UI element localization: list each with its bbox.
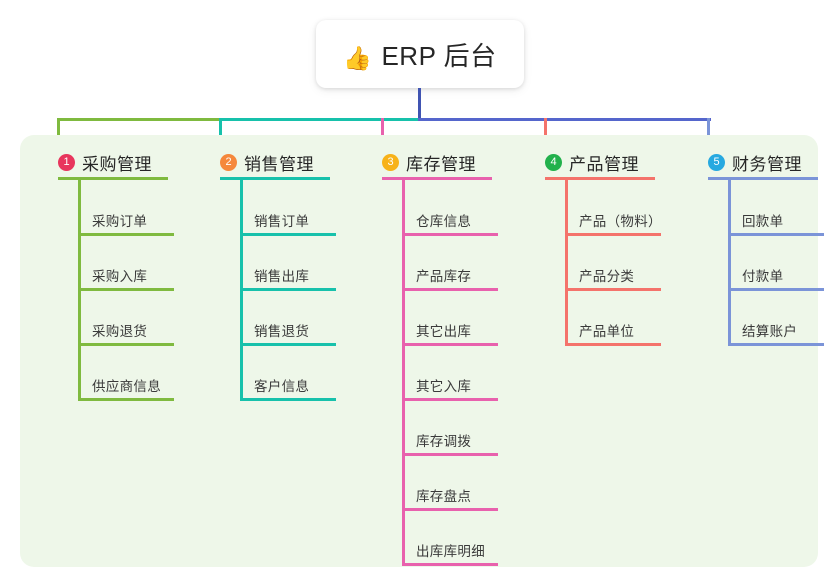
module-underline [220, 177, 330, 180]
module-item[interactable]: 产品分类 [565, 269, 661, 291]
module-item-label: 结算账户 [742, 324, 798, 339]
root-title-text: 👍 ERP 后台 [343, 36, 496, 73]
module-item[interactable]: 销售退货 [240, 324, 336, 346]
module-item-label: 产品单位 [579, 324, 635, 339]
module-title: 销售管理 [244, 155, 314, 174]
module-item-label: 采购退货 [92, 324, 148, 339]
module-header-2[interactable]: 2 销售管理 [220, 150, 314, 175]
module-item-label: 客户信息 [254, 379, 310, 394]
module-item[interactable]: 库存调拨 [402, 434, 498, 456]
module-item[interactable]: 付款单 [728, 269, 824, 291]
module-underline [545, 177, 655, 180]
module-item-label: 库存调拨 [416, 434, 472, 449]
module-item-label: 出库库明细 [416, 544, 485, 559]
module-spine [565, 178, 568, 346]
module-item[interactable]: 采购入库 [78, 269, 174, 291]
module-item[interactable]: 销售出库 [240, 269, 336, 291]
module-item-label: 仓库信息 [416, 214, 472, 229]
connector-vertical [381, 118, 384, 138]
module-underline [58, 177, 168, 180]
module-title: 产品管理 [569, 155, 639, 174]
module-item[interactable]: 采购退货 [78, 324, 174, 346]
module-number-badge: 2 [220, 154, 237, 171]
module-item-label: 其它入库 [416, 379, 472, 394]
module-item[interactable]: 采购订单 [78, 214, 174, 236]
module-item-label: 采购订单 [92, 214, 148, 229]
module-number-badge: 5 [708, 154, 725, 171]
connector-horizontal [57, 118, 219, 121]
module-item-label: 销售订单 [254, 214, 310, 229]
module-item-label: 采购入库 [92, 269, 148, 284]
module-item[interactable]: 产品库存 [402, 269, 498, 291]
connector-vertical [219, 118, 222, 138]
module-spine [402, 178, 405, 566]
connector-vertical [544, 118, 547, 138]
module-title: 库存管理 [406, 155, 476, 174]
module-item-label: 产品分类 [579, 269, 635, 284]
module-header-5[interactable]: 5 财务管理 [708, 150, 802, 175]
module-item-label: 产品（物料） [579, 214, 662, 229]
module-item-label: 销售出库 [254, 269, 310, 284]
module-item[interactable]: 其它出库 [402, 324, 498, 346]
module-item-label: 产品库存 [416, 269, 472, 284]
module-item[interactable]: 仓库信息 [402, 214, 498, 236]
module-item[interactable]: 产品单位 [565, 324, 661, 346]
module-item[interactable]: 产品（物料） [565, 214, 662, 236]
module-item-label: 销售退货 [254, 324, 310, 339]
connector-vertical [707, 118, 710, 138]
module-item-label: 其它出库 [416, 324, 472, 339]
module-header-1[interactable]: 1 采购管理 [58, 150, 152, 175]
module-spine [728, 178, 731, 346]
connector-vertical [57, 118, 60, 138]
module-item-label: 供应商信息 [92, 379, 161, 394]
modules-panel: 1 采购管理采购订单采购入库采购退货供应商信息 2 销售管理销售订单销售出库销售退货客… [20, 135, 824, 567]
connector-horizontal [418, 118, 711, 121]
root-title-card[interactable]: 👍 ERP 后台 [316, 20, 524, 88]
module-header-4[interactable]: 4 产品管理 [545, 150, 639, 175]
module-underline [382, 177, 492, 180]
module-number-badge: 4 [545, 154, 562, 171]
module-item-label: 付款单 [742, 269, 784, 284]
module-title: 财务管理 [732, 155, 802, 174]
connector-horizontal [219, 118, 419, 121]
module-item-label: 库存盘点 [416, 489, 472, 504]
thumbs-up-icon: 👍 [343, 44, 373, 71]
module-underline [708, 177, 818, 180]
module-title: 采购管理 [82, 155, 152, 174]
module-header-3[interactable]: 3 库存管理 [382, 150, 476, 175]
module-item[interactable]: 结算账户 [728, 324, 824, 346]
module-item[interactable]: 销售订单 [240, 214, 336, 236]
module-item[interactable]: 回款单 [728, 214, 824, 236]
root-title-label: ERP 后台 [381, 40, 497, 71]
module-item[interactable]: 其它入库 [402, 379, 498, 401]
connector-vertical [418, 88, 421, 121]
module-number-badge: 1 [58, 154, 75, 171]
module-number-badge: 3 [382, 154, 399, 171]
module-item-label: 回款单 [742, 214, 784, 229]
module-item[interactable]: 供应商信息 [78, 379, 174, 401]
module-item[interactable]: 出库库明细 [402, 544, 498, 566]
module-item[interactable]: 客户信息 [240, 379, 336, 401]
module-item[interactable]: 库存盘点 [402, 489, 498, 511]
